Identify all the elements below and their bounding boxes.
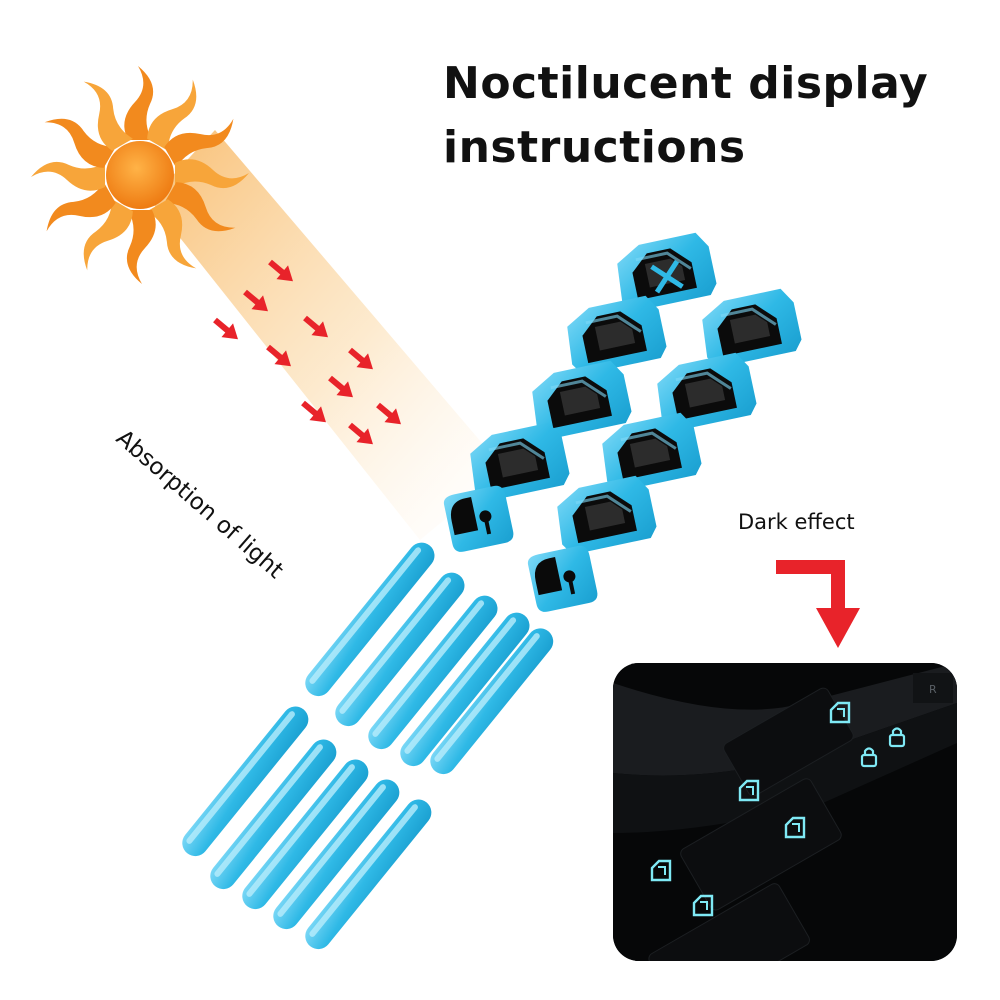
title-line-2: instructions <box>443 122 746 173</box>
sticker-strip <box>335 572 465 727</box>
door-lock-icon <box>443 485 514 552</box>
light-beam <box>150 130 505 540</box>
window-lift-icon <box>602 412 702 492</box>
bent-arrow-down-icon <box>776 560 860 648</box>
red-arrow-icon <box>213 259 401 445</box>
window-lift-icon <box>657 352 757 432</box>
window-lift-icon <box>532 360 632 440</box>
window-lift-icon <box>567 295 667 375</box>
glowing-icons <box>650 701 906 917</box>
glow-window-icon <box>829 701 851 724</box>
red-arrow-icon <box>213 317 238 340</box>
red-arrow-icon <box>376 402 401 425</box>
glow-window-icon <box>650 859 672 882</box>
red-arrow-icon <box>266 344 291 367</box>
window-lift-icon <box>470 422 570 502</box>
sticker-strip <box>305 542 435 697</box>
red-arrow-icon <box>348 347 373 370</box>
glow-window-icon <box>784 816 806 839</box>
button-stickers <box>443 232 802 612</box>
glow-lock-icon <box>888 727 906 748</box>
dark-effect-label: Dark effect <box>738 510 855 534</box>
glow-window-icon <box>738 779 760 802</box>
dark-effect-photo: R <box>613 663 957 961</box>
sun-icon <box>31 66 249 284</box>
panel-corner-label: R <box>929 683 937 696</box>
sticker-strip <box>242 759 369 910</box>
sticker-strip <box>182 706 309 857</box>
sticker-strip <box>273 779 400 930</box>
red-arrow-icon <box>328 375 353 398</box>
dark-panel: R <box>613 663 957 961</box>
window-lift-icon <box>702 288 802 368</box>
glow-lock-icon <box>860 747 878 768</box>
red-arrow-icon <box>268 259 293 282</box>
window-lift-icon <box>557 475 657 555</box>
sticker-strip <box>368 595 498 750</box>
glow-window-icon <box>692 894 714 917</box>
sticker-strips <box>182 542 554 950</box>
title-line-1: Noctilucent display <box>443 58 929 109</box>
page-title: Noctilucent display instructions <box>443 52 983 180</box>
red-arrow-icon <box>303 315 328 338</box>
window-lock-x-icon <box>617 232 717 312</box>
red-arrow-icon <box>348 422 373 445</box>
sticker-strip <box>400 612 530 767</box>
sticker-strip <box>430 628 554 775</box>
sticker-strip <box>210 739 337 890</box>
sticker-strip <box>305 799 432 950</box>
red-arrow-icon <box>301 400 326 423</box>
door-lock-icon <box>527 545 598 612</box>
red-arrow-icon <box>243 289 268 312</box>
